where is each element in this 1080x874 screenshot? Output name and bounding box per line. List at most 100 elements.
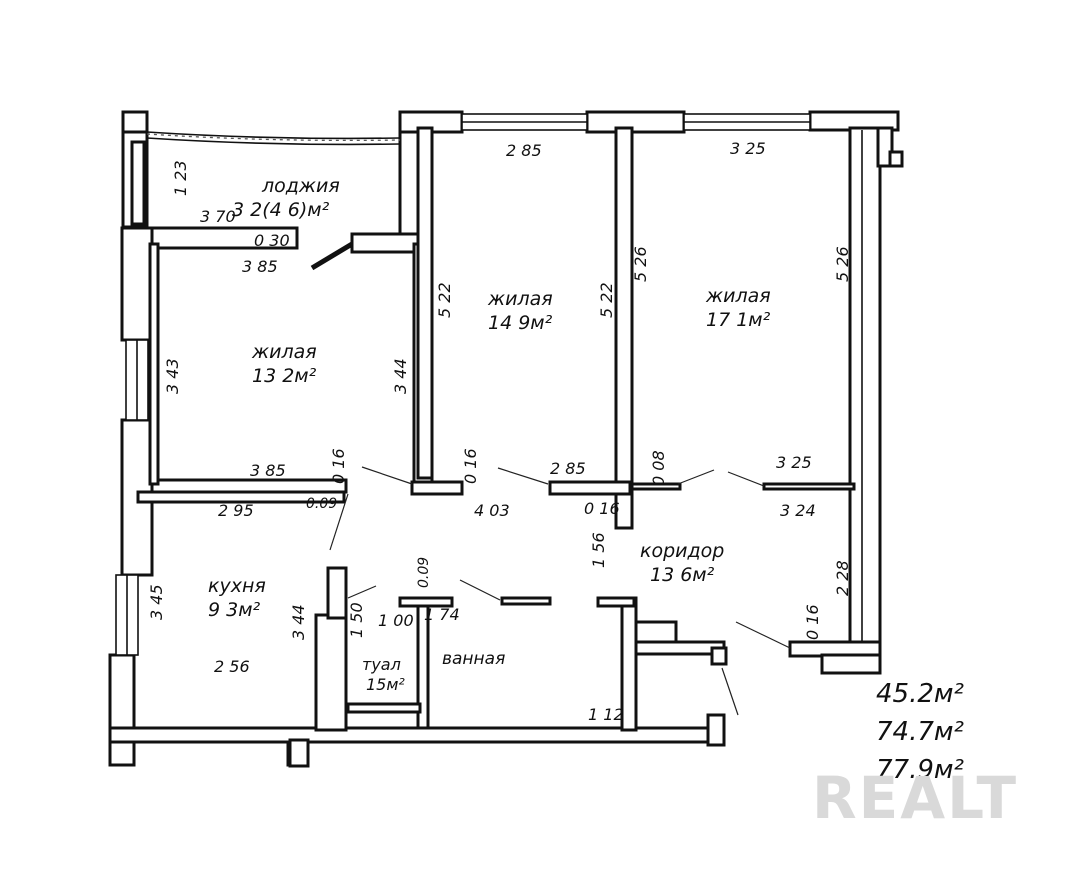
dim-room3-top: 3 85 <box>242 257 278 276</box>
loggia-side-wall <box>130 140 146 226</box>
living2-name: жилая <box>705 285 771 307</box>
dim-room3-bottom: 3 85 <box>250 461 286 480</box>
wall-bath-top-right <box>596 596 636 608</box>
doors <box>310 241 791 716</box>
top-window-2 <box>683 113 811 131</box>
door-swing-shaft <box>721 667 739 716</box>
total-area-with-loggia: 77.9м² <box>876 755 964 785</box>
dim-wall-living2: 0 08 <box>649 450 668 486</box>
wall-living1-left <box>416 126 434 480</box>
outer-wall-right-base <box>820 653 882 675</box>
dim-bath-depth: 1 12 <box>588 705 624 724</box>
wall-stub-2 <box>548 480 632 496</box>
door-swing-living2 <box>677 469 715 485</box>
wall-shaft-1 <box>634 620 678 644</box>
outer-wall-bottom-end <box>706 713 726 747</box>
outer-wall-left-mid <box>120 226 154 342</box>
loggia-area: 3 2(4 6)м² <box>232 199 330 221</box>
dim-kitchen-wall: 0.09 <box>306 496 337 512</box>
wall-bath-top-left <box>398 596 454 608</box>
door-swing-kitchen <box>329 493 349 551</box>
left-window-lower <box>115 574 139 656</box>
dim-bath-width: 1 74 <box>424 605 460 624</box>
outer-wall-bottom-step <box>288 738 310 768</box>
kitchen-area: 9 3м² <box>208 599 261 621</box>
dim-loggia-wall: 0 30 <box>254 231 290 250</box>
toilet-name: туал <box>362 655 401 674</box>
watermark-logo: REALT <box>812 764 1018 832</box>
loggia-glazing <box>130 131 401 226</box>
top-wall-2 <box>585 110 686 134</box>
bath-name: ванная <box>442 649 505 669</box>
living3-name: жилая <box>251 341 317 363</box>
dim-living1-left: 5 22 <box>435 282 454 318</box>
dim-kitchen-bottom: 2 56 <box>214 657 250 676</box>
dim-living2-bottom: 3 25 <box>776 453 812 472</box>
dim-living1-top: 2 85 <box>506 141 542 160</box>
outer-wall-right-notch <box>888 150 904 168</box>
dim-living2-left: 5 26 <box>631 246 650 282</box>
dim-entrance-wall: 0 16 <box>803 604 822 640</box>
dim-toilet-depth: 1 50 <box>347 602 366 638</box>
kitchen-name: кухня <box>208 575 266 597</box>
corridor-area: 13 6м² <box>650 564 715 586</box>
wall-room3-bottom <box>150 478 348 494</box>
dim-kitchen-right: 3 44 <box>289 604 308 640</box>
wall-shaft-3 <box>710 646 728 666</box>
door-swing-toilet <box>347 585 377 599</box>
outer-wall-right <box>848 126 882 650</box>
door-swing-living1 <box>497 467 549 485</box>
wall-room3-right <box>350 232 422 254</box>
dim-corridor-width: 4 03 <box>474 501 510 520</box>
dim-loggia-depth: 1 23 <box>171 160 190 196</box>
wall-stub-4 <box>762 482 856 491</box>
dim-living2-top: 3 25 <box>730 139 766 158</box>
dim-toilet-wall: 0.09 <box>416 557 432 588</box>
wall-stub-1 <box>410 480 464 496</box>
door-swing-room3 <box>361 466 413 485</box>
living3-area: 13 2м² <box>252 365 317 387</box>
living1-area: 14 9м² <box>488 312 553 334</box>
wall-living1-living2 <box>614 126 634 530</box>
dim-room3-right: 3 44 <box>391 358 410 394</box>
dim-corridor-wall: 0 16 <box>584 499 620 518</box>
wall-room3-left <box>148 242 160 486</box>
wall-kitchen-top <box>136 490 346 504</box>
dim-corridor-depth: 1 56 <box>589 532 608 568</box>
dim-living2-right: 5 26 <box>833 246 852 282</box>
loggia-left-post <box>121 110 149 134</box>
area-totals: 45.2м² 74.7м² 77.9м² <box>876 679 964 785</box>
door-swing-entrance <box>735 621 791 649</box>
wall-kitchen-right <box>314 613 348 732</box>
left-window-upper <box>125 339 149 421</box>
total-area: 74.7м² <box>876 717 964 747</box>
dim-living1-bottom: 2 85 <box>550 459 586 478</box>
outer-wall-left-bottom <box>108 653 136 767</box>
wall-kitchen-right-top <box>326 566 348 620</box>
wall-bath-right <box>620 596 638 732</box>
room-labels: лоджия 3 2(4 6)м² жилая 14 9м² жилая 17 … <box>208 175 771 694</box>
dimensions: 1 23 3 70 0 30 3 85 2 85 5 22 5 22 3 25 … <box>147 139 852 724</box>
dim-wall-room3: 0 16 <box>329 448 348 484</box>
living1-name: жилая <box>487 288 553 310</box>
top-window-1 <box>461 113 588 131</box>
corridor-name: коридор <box>640 540 724 562</box>
dim-living1-right: 5 22 <box>597 282 616 318</box>
dim-kitchen-left: 3 45 <box>147 584 166 620</box>
dim-toilet-width: 1 00 <box>378 611 414 630</box>
loggia-partition <box>150 226 299 250</box>
walls <box>108 110 904 768</box>
wall-stub-3 <box>630 482 682 491</box>
dim-room3-left: 3 43 <box>163 358 182 394</box>
loggia-name: лоджия <box>261 175 340 197</box>
living2-area: 17 1м² <box>706 309 771 331</box>
wall-toilet-door-frame <box>346 702 422 714</box>
door-swing-bath <box>459 579 501 601</box>
dim-corridor-right: 3 24 <box>780 501 816 520</box>
door-leaf-bath <box>500 596 552 606</box>
total-living-area: 45.2м² <box>876 679 964 709</box>
outer-wall-bottom <box>110 740 307 767</box>
door-swing-living2b <box>727 471 765 487</box>
